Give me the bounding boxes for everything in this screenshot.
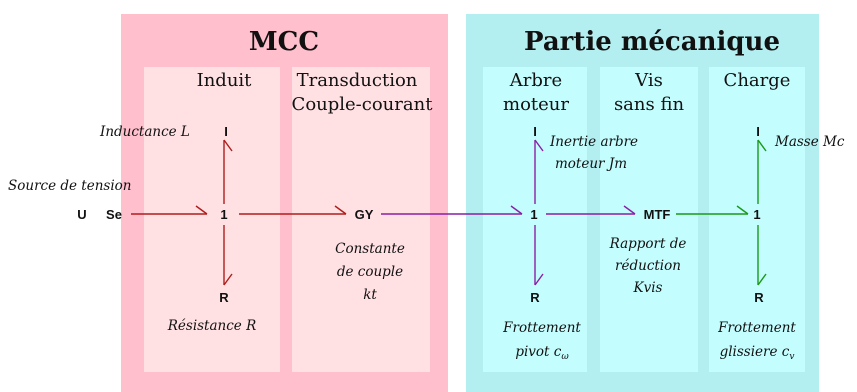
rapport-label-1: Rapport de	[609, 236, 687, 252]
induit-label: Induit	[197, 70, 253, 91]
source-label: Source de tension	[8, 178, 131, 194]
junction-1-elec: 1	[220, 207, 227, 222]
r-node-elec: R	[219, 290, 229, 305]
mcc-title: MCC	[249, 27, 319, 57]
bond-gy-to-arbre-junction	[381, 205, 523, 215]
frottement-gliss-label-2: glissiere cv	[720, 344, 795, 362]
vis-panel	[600, 67, 698, 372]
frottement-pivot-label-1: Frottement	[502, 320, 581, 336]
charge-label: Charge	[724, 70, 791, 91]
couple-courant-label: Couple-courant	[292, 94, 434, 115]
moteur-label: moteur	[503, 94, 569, 115]
i-node-arbre: I	[533, 124, 537, 139]
frottement-pivot-label-2: pivot cω	[515, 344, 569, 362]
constante-label-2: de couple	[337, 264, 403, 280]
sans-fin-label: sans fin	[614, 94, 685, 115]
charge-panel	[709, 67, 805, 372]
bond-arbre-to-inertie	[534, 139, 544, 204]
rapport-label-3: Kvis	[633, 280, 663, 296]
masse-label: Masse Mc	[774, 134, 845, 150]
bond-se-to-junction	[131, 205, 208, 215]
i-node-charge: I	[756, 124, 760, 139]
u-label: U	[77, 207, 86, 222]
bond-junction-to-gy	[239, 205, 347, 215]
bond-charge-to-masse	[757, 139, 767, 204]
constante-label-3: kt	[363, 287, 377, 303]
resistance-label: Résistance R	[167, 318, 257, 334]
inertie-label-2: moteur Jm	[555, 156, 627, 172]
transduction-label: Transduction	[297, 70, 418, 91]
induit-panel	[144, 67, 280, 372]
mtf-node: MTF	[644, 207, 671, 222]
vis-label: Vis	[634, 70, 663, 91]
rapport-label-2: réduction	[615, 258, 681, 274]
frottement-gliss-label-1: Frottement	[717, 320, 796, 336]
inertie-label-1: Inertie arbre	[549, 134, 638, 150]
inductance-label: Inductance L	[99, 124, 190, 140]
meca-title: Partie mécanique	[524, 27, 780, 57]
se-node: Se	[106, 207, 122, 222]
r-node-arbre: R	[530, 290, 540, 305]
arbre-panel	[483, 67, 587, 372]
arbre-label: Arbre	[509, 70, 562, 91]
bond-junction-to-inductance	[223, 139, 233, 204]
bond-arbre-to-frottement	[534, 225, 544, 286]
junction-1-charge: 1	[753, 207, 760, 222]
bond-arbre-to-mtf	[546, 205, 636, 215]
bond-mtf-to-charge-junction	[676, 205, 749, 215]
junction-1-arbre: 1	[530, 207, 537, 222]
constante-label-1: Constante	[335, 241, 405, 257]
r-node-charge: R	[754, 290, 764, 305]
i-node-elec: I	[224, 124, 228, 139]
bond-junction-to-resistance	[223, 225, 233, 286]
transduction-panel	[292, 67, 430, 372]
gy-node: GY	[355, 207, 374, 222]
bond-charge-to-frottement	[757, 225, 767, 286]
